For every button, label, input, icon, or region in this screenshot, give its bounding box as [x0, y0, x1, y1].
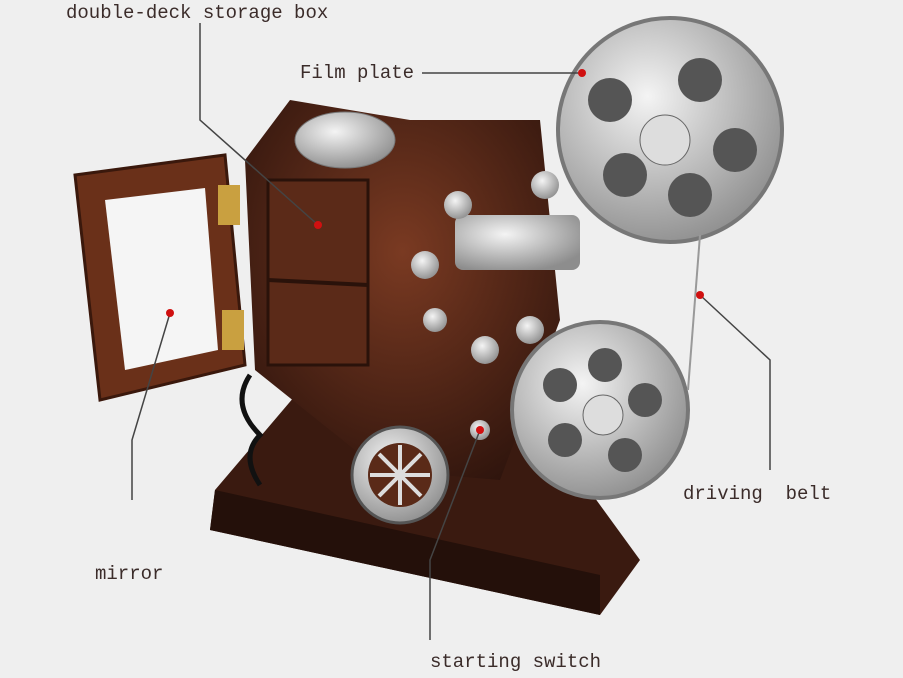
driving-belt: [687, 234, 701, 391]
speaker-grille: [294, 111, 396, 169]
lower-reel: [510, 320, 690, 500]
film-plate-reel: [556, 16, 784, 244]
leader-lines: [131, 23, 771, 640]
sprockets: [411, 171, 559, 364]
marker-dots: [166, 69, 704, 434]
label-starting-switch: starting switch: [430, 651, 602, 673]
drum-cylinder: [455, 215, 580, 270]
label-film-plate: Film plate: [300, 62, 415, 84]
mirror-glass: [105, 188, 218, 370]
label-driving-belt: driving belt: [683, 483, 832, 505]
storage-compartment: [266, 178, 370, 367]
label-storage-box: double-deck storage box: [66, 2, 329, 24]
label-mirror: mirror: [95, 563, 164, 585]
